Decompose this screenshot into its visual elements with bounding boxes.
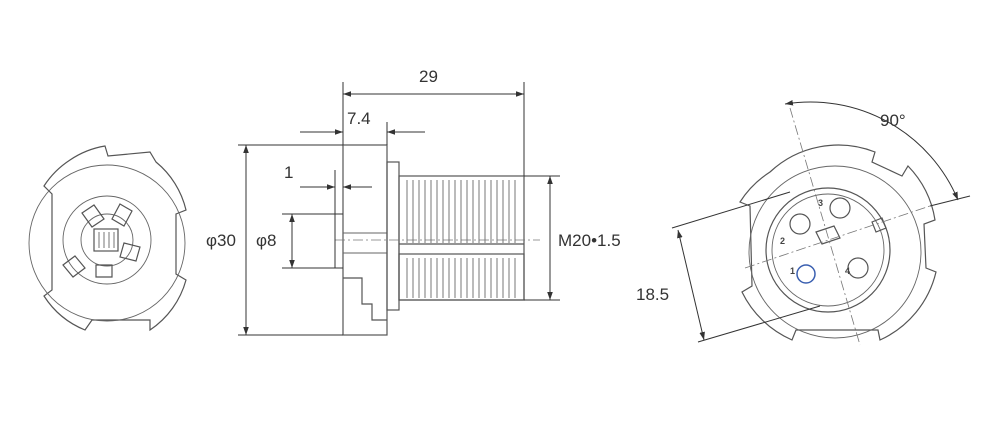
dimension-width-across: 18.5 (636, 191, 821, 343)
dimension-bore: φ8 (256, 213, 343, 269)
label-rotation: 90° (880, 111, 906, 130)
pin-hole-4 (847, 257, 869, 279)
label-thread: M20•1.5 (558, 231, 621, 250)
front-insert-inner (80, 213, 134, 267)
dimension-length: 29 (342, 67, 525, 176)
rotated-center-key (815, 225, 841, 245)
pin-hole-1 (796, 264, 816, 284)
label-width-across: 18.5 (636, 285, 669, 304)
label-outer-diameter: φ30 (206, 231, 236, 250)
pin-label-4: 4 (845, 266, 850, 276)
front-contact-slots (62, 203, 141, 278)
dimension-rotation: 90° (784, 99, 971, 207)
side-view: 29 7.4 1 φ30 φ8 (206, 67, 621, 336)
washer (386, 161, 400, 311)
thread-lines (406, 180, 516, 298)
dimension-thread: M20•1.5 (524, 175, 621, 301)
latch-notch (343, 277, 387, 321)
front-center-key (93, 228, 119, 252)
rotated-centerline-a (789, 107, 861, 346)
front-view (28, 145, 187, 332)
rotated-insert-ring (765, 187, 891, 313)
dimension-flange: 7.4 (300, 109, 425, 145)
rotated-insert-face (771, 193, 885, 307)
dimension-step: 1 (284, 163, 372, 268)
pin-label-2: 2 (780, 236, 785, 246)
pin-hole-2 (789, 213, 811, 235)
front-view-outline (43, 145, 187, 332)
rotated-view: 1 2 3 4 90° 18.5 (636, 99, 971, 346)
pin-hole-3 (829, 197, 851, 219)
front-inner-ring (28, 164, 186, 322)
label-bore-diameter: φ8 (256, 231, 276, 250)
dimension-outer-diameter: φ30 (206, 144, 343, 336)
front-insert-outer (62, 195, 152, 285)
label-step: 1 (284, 163, 293, 182)
pin-label-3: 3 (818, 198, 823, 208)
label-flange-width: 7.4 (347, 109, 371, 128)
label-length: 29 (419, 67, 438, 86)
pin-label-1: 1 (790, 266, 795, 276)
rotated-centerline-b (744, 205, 931, 269)
